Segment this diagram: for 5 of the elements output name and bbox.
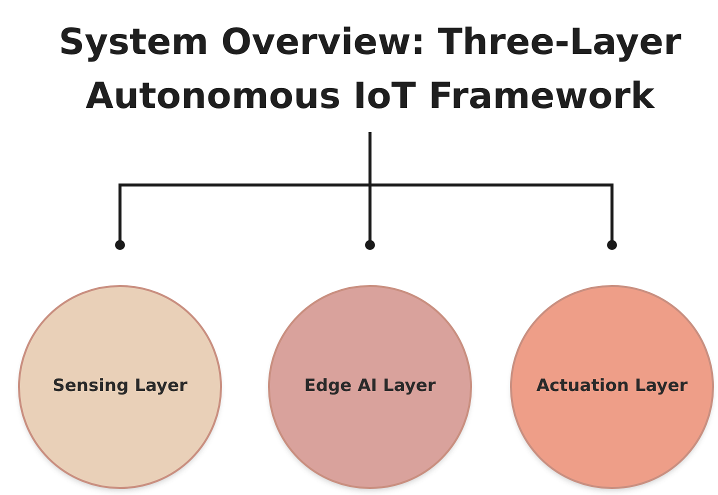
layer-label: Actuation Layer bbox=[536, 375, 688, 398]
layer-label: Sensing Layer bbox=[52, 375, 188, 398]
connector-line bbox=[368, 132, 617, 250]
layer-label: Edge AI Layer bbox=[304, 375, 436, 398]
node-label: System Overview: Three-Layer Autonomous IoT Framework bbox=[58, 21, 682, 119]
